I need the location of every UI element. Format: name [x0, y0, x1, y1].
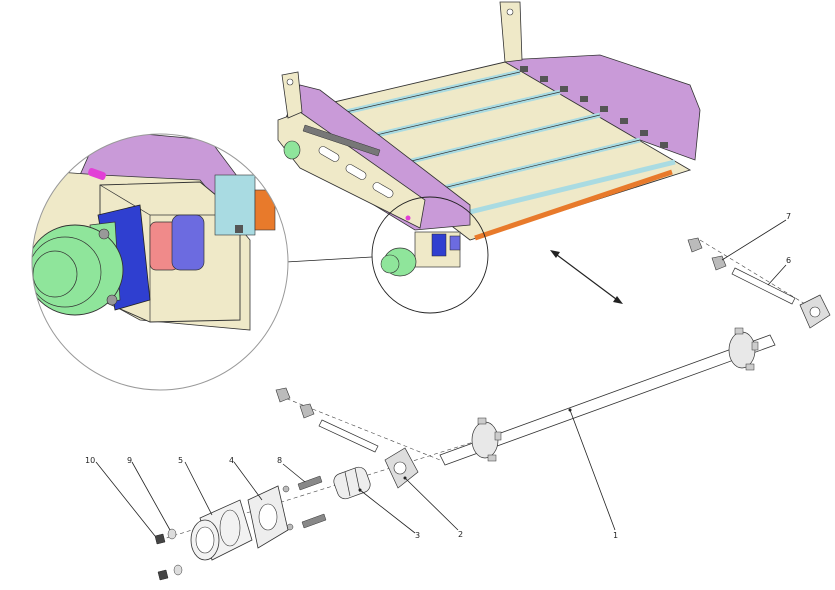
part-10-nuts	[154, 533, 169, 581]
part-7-nut	[687, 237, 727, 271]
conveyor-assembly	[277, 1, 701, 314]
part-6-pin	[731, 267, 796, 305]
front-upright-post	[281, 71, 303, 119]
orange-drive-shaft	[474, 169, 673, 241]
detail-callout-circle	[371, 196, 489, 314]
part-3-coupling	[333, 466, 371, 500]
direction-arrow	[550, 250, 623, 304]
lower-nuts	[275, 387, 315, 419]
callout-10: 10	[85, 456, 95, 465]
upper-bearing-block	[799, 294, 831, 329]
callout-8: 8	[277, 456, 282, 465]
shaft-sprocket-right	[728, 327, 759, 371]
callout-9: 9	[127, 456, 132, 465]
callout-5: 5	[178, 456, 183, 465]
detail-leader-line	[285, 256, 373, 263]
callout-4: 4	[229, 456, 234, 465]
conveyor-rails	[319, 69, 676, 215]
part-9-washers	[167, 528, 183, 576]
part-8-screws	[282, 475, 327, 531]
lower-pin	[318, 419, 379, 453]
part-5-motor	[190, 499, 253, 561]
callouts: 1 2 3 4 5 6 7 8 9 10	[85, 212, 791, 540]
part-4-flange	[247, 485, 289, 549]
rear-upright-post	[499, 1, 523, 63]
enlarged-detail-view	[31, 133, 289, 391]
callout-2: 2	[458, 530, 463, 539]
shaft-sprocket-left	[471, 417, 502, 462]
callout-6: 6	[786, 256, 791, 265]
callout-3: 3	[415, 531, 420, 540]
callout-7: 7	[786, 212, 791, 221]
part-2-bearing-block	[384, 447, 419, 489]
small-motor-detail	[380, 215, 461, 277]
rear-chain	[520, 66, 668, 148]
part-1-shaft	[439, 334, 776, 466]
exploded-parts	[154, 237, 831, 581]
callout-1: 1	[613, 531, 618, 540]
